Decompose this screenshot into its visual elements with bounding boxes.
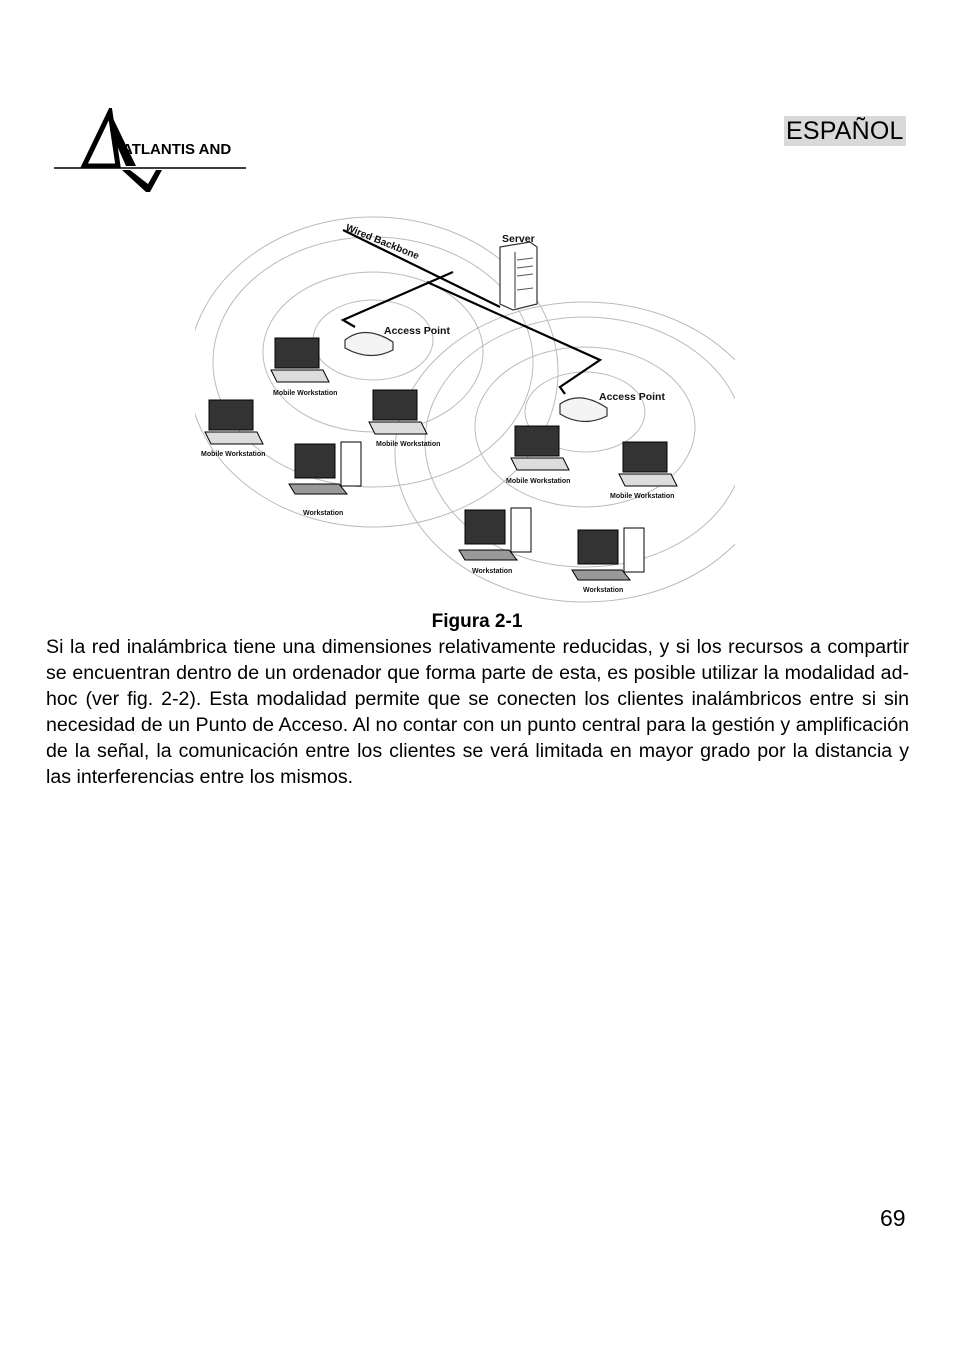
mobile-workstation-label-5: Mobile Workstation xyxy=(610,493,674,500)
laptop-icon xyxy=(270,337,330,383)
access-point-label-1: Access Point xyxy=(384,325,450,337)
language-tag: ESPAÑOL xyxy=(784,116,906,146)
mobile-workstation-label-4: Mobile Workstation xyxy=(506,478,570,485)
body-paragraph: Si la red inalámbrica tiene una dimensio… xyxy=(46,636,909,788)
workstation-label-2: Workstation xyxy=(472,568,512,575)
server-label: Server xyxy=(502,233,535,245)
mobile-workstation-label-1: Mobile Workstation xyxy=(273,390,337,397)
mobile-workstation-label-3: Mobile Workstation xyxy=(376,441,440,448)
workstation-label-1: Workstation xyxy=(303,510,343,517)
wired-links xyxy=(340,229,603,395)
mobile-workstation-label-2: Mobile Workstation xyxy=(201,451,265,458)
figure-caption: Figura 2-1 xyxy=(431,611,523,632)
network-diagram: Wired Backbone Server Access Point Acces… xyxy=(195,212,735,607)
access-point-icon xyxy=(559,397,608,423)
logo-text-main: ATLANTIS AND xyxy=(122,141,231,158)
server-icon xyxy=(499,241,538,311)
desktop-workstation-icon xyxy=(571,527,645,581)
coverage-rings xyxy=(195,216,735,603)
workstation-label-3: Workstation xyxy=(583,587,623,594)
access-point-label-2: Access Point xyxy=(599,391,665,403)
laptop-icon xyxy=(204,399,264,445)
page-number: 69 xyxy=(880,1205,906,1231)
network-diagram-svg: Wired Backbone Server Access Point Acces… xyxy=(195,216,735,603)
access-point-icon xyxy=(344,331,394,357)
desktop-workstation-icon xyxy=(288,441,362,495)
laptop-icon xyxy=(368,389,428,435)
wired-backbone-label: Wired Backbone xyxy=(344,223,421,263)
laptop-icon xyxy=(510,425,570,471)
laptop-icon xyxy=(618,441,678,487)
atlantis-logo: ATLANTIS AND xyxy=(52,103,248,198)
atlantis-logo-graphic: ATLANTIS AND xyxy=(54,103,246,192)
desktop-workstation-icon xyxy=(458,507,532,561)
